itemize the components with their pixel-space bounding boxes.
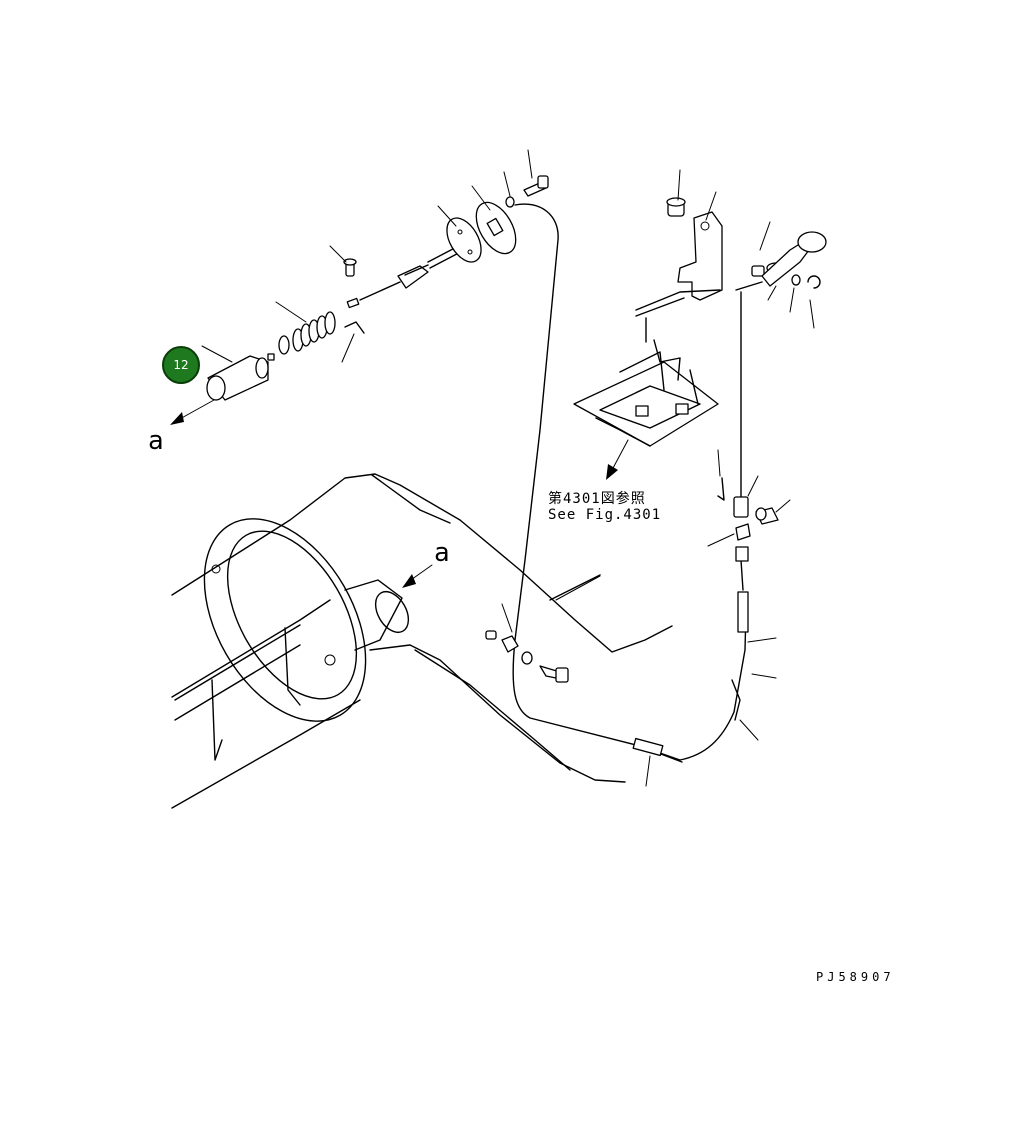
drawing-number: PJ58907 [816,970,895,984]
callout-12[interactable]: 12 [162,346,200,384]
clevis-assembly [717,477,779,541]
brake-cable [512,203,749,763]
callout-12-label: 12 [173,358,189,372]
lever-bracket [573,339,719,447]
leader-lines [201,149,815,787]
view-label-a-right: a [434,538,450,568]
brake-lever-assembly [635,197,827,503]
reference-japanese: 第4301図参照 [548,491,646,507]
axle-housing [171,473,673,809]
reference-english: See Fig.4301 [548,507,662,523]
view-label-a-left: a [148,426,164,456]
direction-arrows [170,399,629,588]
brake-cylinder-assembly [206,175,549,401]
cable-clamp [485,630,569,683]
